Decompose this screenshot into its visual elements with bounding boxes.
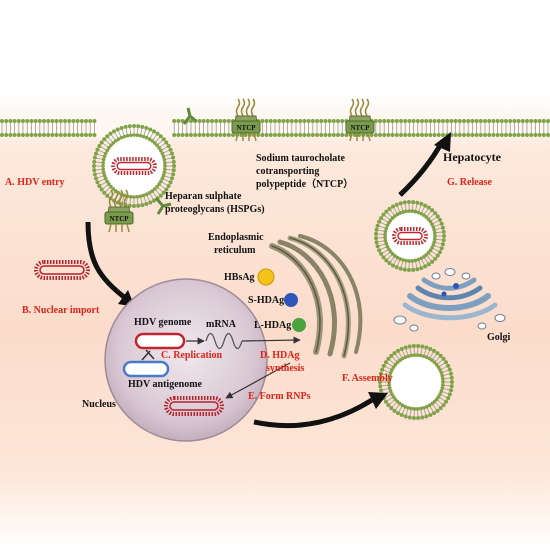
mrna-label: mRNA <box>206 319 237 330</box>
er-label-line1: Endoplasmic <box>208 232 264 243</box>
release-arrow-head <box>434 132 451 152</box>
hdv-antigenome-rna <box>122 360 170 378</box>
assembly-vesicle <box>378 344 454 420</box>
assembly-arrow-head <box>368 392 388 409</box>
step-d-label-line2: synthesis <box>266 363 304 374</box>
l-hdag-label: L-HDAg <box>254 320 291 331</box>
hdv-genome-rna <box>134 332 186 350</box>
ntcp-receptor-icon: NTCP <box>345 98 375 142</box>
golgi <box>393 268 506 332</box>
ntcp-receptors: NTCP NTCP NTCP <box>104 98 375 233</box>
rnp-arrow <box>225 362 291 399</box>
step-d-label-line1: D. HDAg <box>260 350 299 361</box>
step-b-label: B. Nuclear import <box>22 305 100 316</box>
s-hdag-label: S-HDAg <box>248 295 284 306</box>
replication-arrows <box>141 349 155 361</box>
ntcp-description-line3: polypeptide（NTCP） <box>256 177 353 190</box>
translation-arrow <box>241 336 301 344</box>
ntcp-receptor-icon: NTCP <box>104 189 134 233</box>
ntcp-tag-label: NTCP <box>236 124 256 132</box>
entry-vesicle <box>92 124 176 208</box>
hspg-label-line2: proteoglycans (HSPGs) <box>165 204 265 215</box>
plasma-membrane <box>0 119 550 137</box>
ntcp-tag-label: NTCP <box>350 124 370 132</box>
nucleus <box>104 278 268 442</box>
assembly-arrow <box>253 397 374 429</box>
free-virion <box>34 260 90 280</box>
step-g-label: G. Release <box>447 177 493 188</box>
release-arrow <box>398 140 445 197</box>
hbsag-label: HBsAg <box>224 272 255 283</box>
ntcp-tag-label: NTCP <box>109 215 129 223</box>
ntcp-receptor-icon: NTCP <box>231 98 261 142</box>
hspg-glycan <box>154 107 197 215</box>
step-f-label: F. Assembly <box>342 373 393 384</box>
hspg-label-line1: Heparan sulphate <box>165 191 242 202</box>
rnp-rod <box>164 396 224 416</box>
endoplasmic-reticulum <box>269 234 363 359</box>
hbsag-dot <box>257 268 275 286</box>
hdv-antigenome-label: HDV antigenome <box>128 379 203 390</box>
step-e-label: E. Form RNPs <box>248 391 311 402</box>
l-hdag-dot <box>292 318 306 332</box>
hepatocyte-label: Hepatocyte <box>443 150 502 164</box>
ntcp-description-line1: Sodium taurocholate <box>256 153 346 164</box>
step-a-label: A. HDV entry <box>5 177 65 188</box>
step-c-label: C. Replication <box>161 350 223 361</box>
nucleus-label: Nucleus <box>82 399 116 410</box>
hdv-genome-label: HDV genome <box>134 317 192 328</box>
er-label-line2: reticulum <box>214 245 256 256</box>
release-vesicle <box>374 200 446 272</box>
golgi-label: Golgi <box>487 332 511 343</box>
mrna-wave <box>205 332 243 350</box>
ntcp-description-line2: cotransporting <box>256 166 319 177</box>
s-hdag-dot <box>284 293 298 307</box>
import-arrow <box>85 221 130 303</box>
